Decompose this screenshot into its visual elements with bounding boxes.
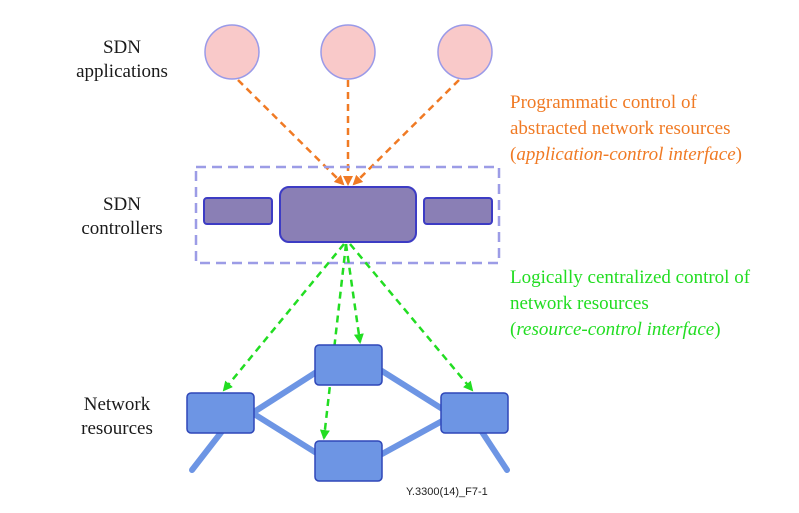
sdn-controller-main: [279, 186, 417, 243]
resource-control-arrow: [344, 243, 364, 344]
ctrl-label-line1: SDN: [102, 194, 141, 215]
network-links: [189, 368, 510, 473]
sdn-controllers-label: SDN controllers: [62, 193, 182, 241]
link-bottom-to-right: [379, 417, 447, 457]
network-resources-label: Network resources: [52, 393, 182, 441]
link-left-outbound: [189, 427, 226, 473]
network-resource-node: [440, 392, 509, 434]
sdn-applications-label: SDN applications: [62, 36, 182, 84]
res-annotation-interface-name: resource-control interface: [516, 319, 715, 340]
sdn-application-node: [204, 24, 260, 80]
network-resource-node: [186, 392, 255, 434]
resource-control-arrows: [222, 243, 474, 440]
sdn-application-node: [320, 24, 376, 80]
res-annotation-line1: Logically centralized control of: [510, 267, 751, 288]
app-control-arrow: [352, 79, 460, 186]
res-label-line2: resources: [81, 418, 153, 439]
sdn-controller-side: [203, 197, 273, 225]
resource-control-annotation: Logically centralized control of network…: [510, 265, 750, 343]
res-annotation-close-paren: ): [714, 319, 721, 340]
link-right-outbound: [479, 429, 510, 473]
network-resource-node: [314, 344, 383, 386]
app-annotation-open-paren: (: [510, 144, 517, 165]
app-annotation-line3: (application-control interface): [510, 142, 742, 168]
res-annotation-open-paren: (: [510, 319, 517, 340]
sdn-controllers: [203, 186, 493, 243]
app-annotation-line1: Programmatic control of: [510, 92, 697, 113]
application-control-annotation: Programmatic control of abstracted netwo…: [510, 90, 742, 168]
app-control-arrow: [237, 79, 345, 186]
sdn-controller-side: [423, 197, 493, 225]
sdn-controller-boundary: [194, 165, 501, 265]
res-annotation-line2: network resources: [510, 293, 649, 314]
apps-label-line2: applications: [76, 61, 168, 82]
resource-control-arrow: [349, 243, 474, 392]
apps-label-line1: SDN: [102, 37, 141, 58]
sdn-application-node: [437, 24, 493, 80]
network-resource-node: [314, 440, 383, 482]
figure-caption: Y.3300(14)_F7-1: [406, 486, 488, 498]
network-resources: [186, 344, 509, 482]
resource-control-arrow: [319, 243, 348, 440]
ctrl-label-line2: controllers: [81, 218, 163, 239]
link-left-to-bottom: [251, 411, 321, 457]
app-annotation-line2: abstracted network resources: [510, 118, 731, 139]
link-top-to-right: [379, 368, 447, 413]
resource-control-arrow: [222, 243, 345, 392]
res-annotation-line3: (resource-control interface): [510, 317, 750, 343]
res-label-line1: Network: [83, 394, 151, 415]
application-control-arrows: [237, 79, 460, 186]
app-annotation-close-paren: ): [735, 144, 742, 165]
sdn-applications: [204, 24, 493, 80]
link-left-to-top: [251, 368, 321, 415]
app-annotation-interface-name: application-control interface: [516, 144, 736, 165]
